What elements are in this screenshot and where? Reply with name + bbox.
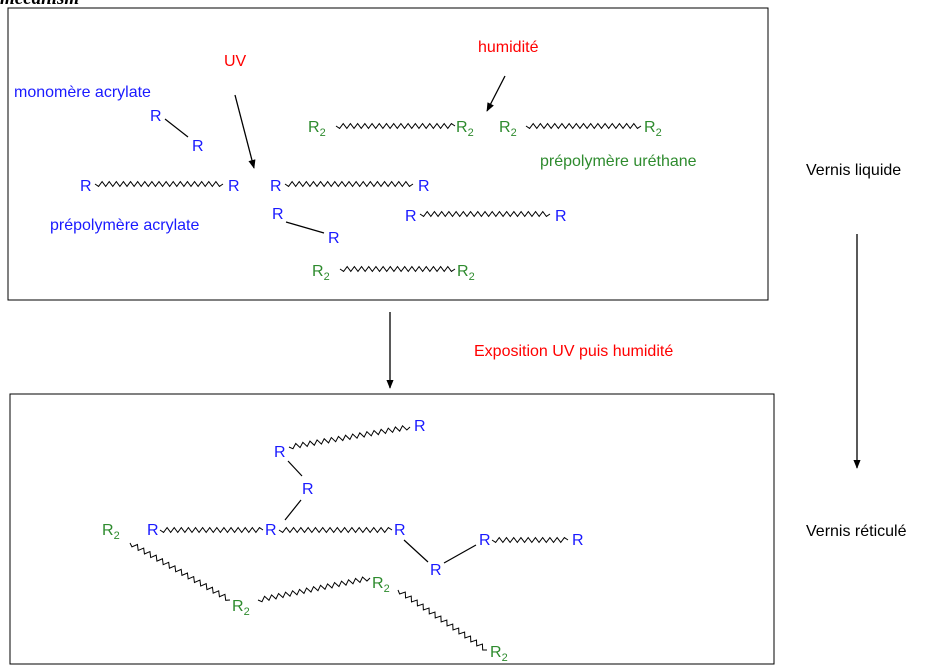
acrylate-prepolymer-label: prépolymère acrylate [50, 217, 200, 234]
acrylate-group: R [228, 178, 240, 195]
acrylate-group: R [394, 522, 406, 539]
humidity-arrow [486, 75, 506, 112]
urethane-group: R2 [312, 263, 330, 283]
acrylate-chain [491, 536, 569, 544]
acrylate-group: R [150, 108, 162, 125]
urethane-group: R2 [644, 119, 662, 139]
urethane-prepolymer-label: prépolymère uréthane [540, 153, 697, 170]
urethane-prepolymer-chain [335, 122, 456, 130]
urethane-group-subscript: 2 [384, 583, 390, 595]
acrylate-chain [159, 526, 264, 534]
acrylate-group: R [479, 532, 491, 549]
acrylate-group: R [405, 208, 417, 225]
crosslink-bond [284, 499, 302, 521]
urethane-group-symbol: R [644, 119, 656, 136]
urethane-group-symbol: R [499, 119, 511, 136]
monomer-acrylate-label: monomère acrylate [14, 84, 151, 101]
acrylate-group: R [328, 230, 340, 247]
acrylate-group: R [270, 178, 282, 195]
urethane-group-subscript: 2 [511, 127, 517, 139]
crosslink-bond [287, 460, 303, 477]
urethane-group: R2 [490, 644, 508, 664]
urethane-chain [397, 589, 488, 651]
acrylate-prepolymer-chain [284, 180, 414, 188]
urethane-group-symbol: R [102, 522, 114, 539]
transition-label: Exposition UV puis humidité [474, 343, 673, 360]
acrylate-group: R [274, 444, 286, 461]
urethane-group-subscript: 2 [502, 652, 508, 664]
urethane-group: R2 [232, 598, 250, 618]
monomer-bond [285, 221, 325, 234]
acrylate-prepolymer-chain [419, 210, 551, 218]
acrylate-group: R [272, 206, 284, 223]
urethane-group-subscript: 2 [468, 127, 474, 139]
urethane-group-symbol: R [456, 119, 468, 136]
urethane-group-subscript: 2 [656, 127, 662, 139]
urethane-group: R2 [102, 522, 120, 542]
urethane-chain [129, 542, 231, 601]
crosslink-bond [403, 539, 429, 563]
acrylate-group: R [430, 562, 442, 579]
acrylate-group: R [80, 178, 92, 195]
acrylate-group: R [555, 208, 567, 225]
urethane-chain [257, 576, 371, 603]
acrylate-group: R [418, 178, 430, 195]
uv-label: UV [224, 53, 247, 70]
urethane-group-symbol: R [372, 575, 384, 592]
acrylate-group: R [192, 138, 204, 155]
urethane-group-subscript: 2 [320, 127, 326, 139]
acrylate-group: R [265, 522, 277, 539]
urethane-prepolymer-chain [339, 265, 456, 273]
humidity-label: humidité [478, 39, 539, 56]
crosslinked-varnish-label: Vernis réticulé [806, 523, 907, 540]
uv-arrow [234, 94, 256, 169]
crosslink-bond [443, 544, 477, 564]
monomer-bond [164, 118, 189, 138]
crosslinked-varnish-panel [9, 393, 775, 665]
urethane-group-subscript: 2 [114, 530, 120, 542]
acrylate-chain [288, 424, 411, 450]
page-title: mécanism [0, 0, 79, 9]
urethane-group-symbol: R [232, 598, 244, 615]
acrylate-chain [278, 526, 393, 534]
acrylate-group: R [572, 532, 584, 549]
urethane-group-symbol: R [490, 644, 502, 661]
urethane-group-symbol: R [457, 263, 469, 280]
liquid-varnish-label: Vernis liquide [806, 162, 901, 179]
urethane-group-subscript: 2 [469, 271, 475, 283]
urethane-group-symbol: R [308, 119, 320, 136]
acrylate-group: R [302, 481, 314, 498]
urethane-group: R2 [456, 119, 474, 139]
liquid-varnish-panel [7, 7, 769, 301]
acrylate-group: R [147, 522, 159, 539]
urethane-group-subscript: 2 [324, 271, 330, 283]
urethane-group: R2 [499, 119, 517, 139]
urethane-group-symbol: R [312, 263, 324, 280]
urethane-group-subscript: 2 [244, 606, 250, 618]
urethane-prepolymer-chain [525, 122, 642, 130]
urethane-group: R2 [308, 119, 326, 139]
urethane-group: R2 [372, 575, 390, 595]
acrylate-group: R [414, 418, 426, 435]
urethane-group: R2 [457, 263, 475, 283]
acrylate-prepolymer-chain [94, 180, 224, 188]
